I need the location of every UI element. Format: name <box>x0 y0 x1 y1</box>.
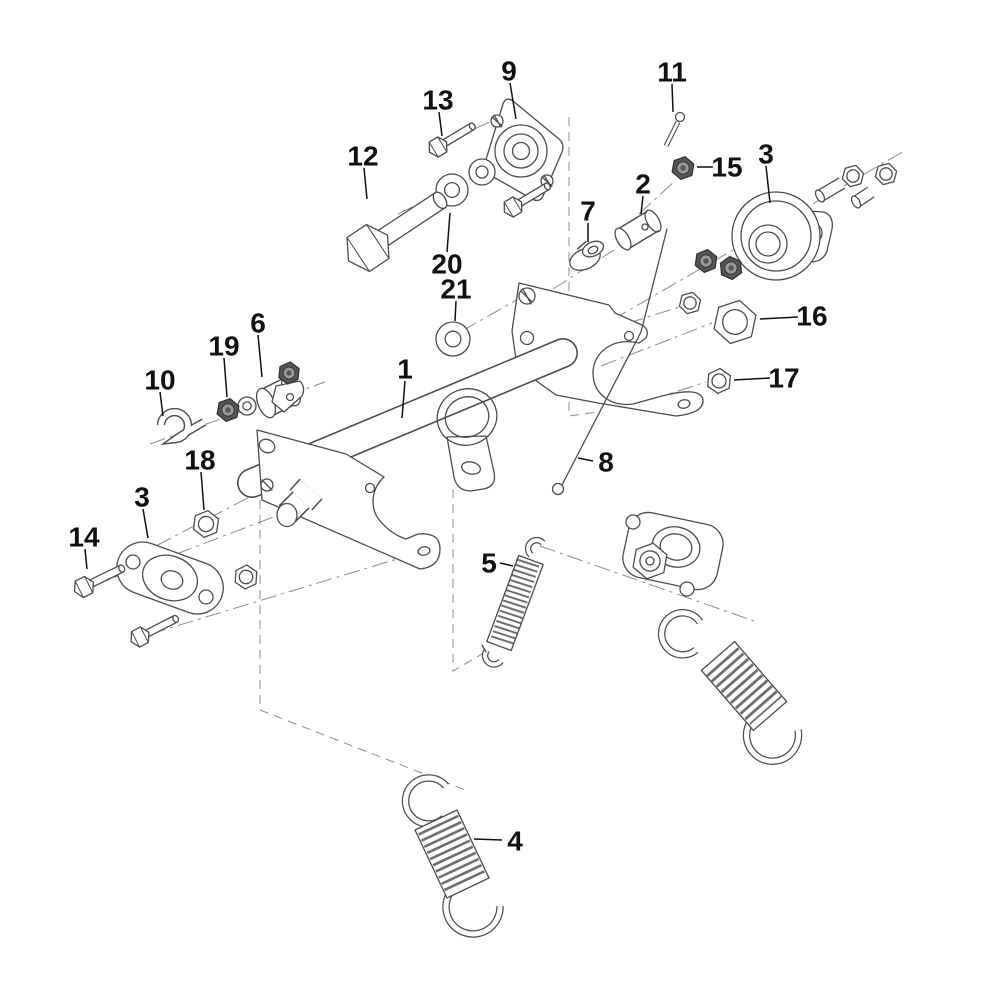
part-21-washer <box>434 320 472 358</box>
callout-1: 1 <box>397 354 413 419</box>
leader-line <box>363 167 368 200</box>
phantom-construction-lines <box>259 117 598 792</box>
idler-assembly-bottom-right <box>622 511 724 597</box>
callout-15: 15 <box>697 152 743 183</box>
part-number-label: 9 <box>501 56 517 87</box>
part-6-pivot-roller <box>255 360 305 419</box>
part-number-label: 21 <box>440 274 471 305</box>
leader-line <box>577 457 594 462</box>
part-number-label: 8 <box>598 447 614 478</box>
leader-line <box>765 165 771 204</box>
callout-13: 13 <box>422 85 454 137</box>
callouts: 1 2 3 3 4 5 6 7 8 9 10 11 12 13 14 15 16… <box>68 56 827 857</box>
part-1-right-sector-plate <box>511 282 704 417</box>
extension-spring-right <box>657 609 803 765</box>
hex-nut-small <box>677 289 703 317</box>
leader-line <box>640 195 644 215</box>
part-number-label: 10 <box>144 365 175 396</box>
callout-5: 5 <box>481 548 514 579</box>
leader-line <box>509 82 517 120</box>
callout-16: 16 <box>759 301 828 332</box>
leader-line <box>499 562 514 567</box>
part-number-label: 7 <box>580 196 596 227</box>
part-number-label: 13 <box>422 85 453 116</box>
part-4-extension-spring <box>401 774 504 938</box>
part-10-j-pin <box>156 407 207 446</box>
callout-6: 6 <box>250 308 266 378</box>
part-number-label: 14 <box>68 522 100 553</box>
callout-11: 11 <box>657 57 687 113</box>
part-number-label: 3 <box>758 139 774 170</box>
leader-line <box>446 212 451 253</box>
part-number-label: 5 <box>481 548 497 579</box>
hex-bolt-lower <box>126 609 183 650</box>
part-16-hex-nut-large <box>710 295 760 349</box>
part-3-idler-flange-plate <box>116 541 224 615</box>
pulley-spacer-tube-2 <box>850 186 875 209</box>
part-number-label: 20 <box>431 249 462 280</box>
part-17-hex-nut <box>706 366 732 396</box>
part-number-label: 18 <box>184 445 215 476</box>
leader-line <box>759 316 799 320</box>
leader-line <box>438 111 443 137</box>
part-number-label: 16 <box>796 301 827 332</box>
leader-line <box>200 471 205 511</box>
callout-7: 7 <box>580 196 596 242</box>
callout-4: 4 <box>473 826 523 857</box>
leader-line <box>733 377 771 381</box>
callout-20: 20 <box>431 212 463 280</box>
callout-3-pulley: 3 <box>758 139 774 204</box>
part-number-label: 6 <box>250 308 266 339</box>
callout-17: 17 <box>733 363 800 394</box>
part-3-idler-pulley-assembly <box>693 160 899 282</box>
leader-line <box>473 838 503 841</box>
part-number-label: 19 <box>208 331 239 362</box>
callout-3-plate: 3 <box>134 482 150 539</box>
part-7-flanged-bushing <box>569 240 605 271</box>
part-2-spacer-sleeve <box>614 209 662 251</box>
callout-12: 12 <box>347 141 379 200</box>
part-1-left-bracket-plate <box>256 429 441 570</box>
hex-nut-right-of-plate <box>234 563 258 591</box>
callout-10: 10 <box>144 365 176 417</box>
part-15-lock-nut <box>670 154 696 182</box>
part-number-label: 1 <box>397 354 413 385</box>
part-19-lock-nut <box>215 396 257 424</box>
leader-line <box>257 334 263 378</box>
callout-18: 18 <box>184 445 216 511</box>
leader-line <box>142 508 149 539</box>
part-number-label: 15 <box>711 152 742 183</box>
part-9-bearing-flange <box>483 98 564 202</box>
leader-line <box>84 548 88 570</box>
part-number-label: 3 <box>134 482 150 513</box>
part-number-label: 2 <box>635 169 651 200</box>
callout-21: 21 <box>440 274 472 322</box>
part-1-strap-bracket <box>436 388 498 492</box>
callout-2: 2 <box>635 169 651 215</box>
part-8-control-rod <box>551 228 668 496</box>
leader-line <box>223 357 228 398</box>
part-number-label: 4 <box>507 826 523 857</box>
callout-14: 14 <box>68 522 100 570</box>
leader-line <box>671 83 674 113</box>
part-5-extension-spring-long <box>481 536 546 668</box>
callout-19: 19 <box>208 331 240 398</box>
part-11-cotter-pin <box>663 111 686 148</box>
callout-8: 8 <box>577 447 614 478</box>
callout-9: 9 <box>501 56 517 120</box>
part-18-lock-nut <box>191 508 221 540</box>
part-number-label: 12 <box>347 141 378 172</box>
part-number-label: 11 <box>657 57 687 88</box>
leader-line <box>454 300 457 322</box>
part-number-label: 17 <box>768 363 799 394</box>
pulley-spacer-tube <box>814 177 846 203</box>
leader-line <box>159 391 164 417</box>
leader-line <box>401 380 406 419</box>
part-13-hex-bolt <box>424 116 480 161</box>
